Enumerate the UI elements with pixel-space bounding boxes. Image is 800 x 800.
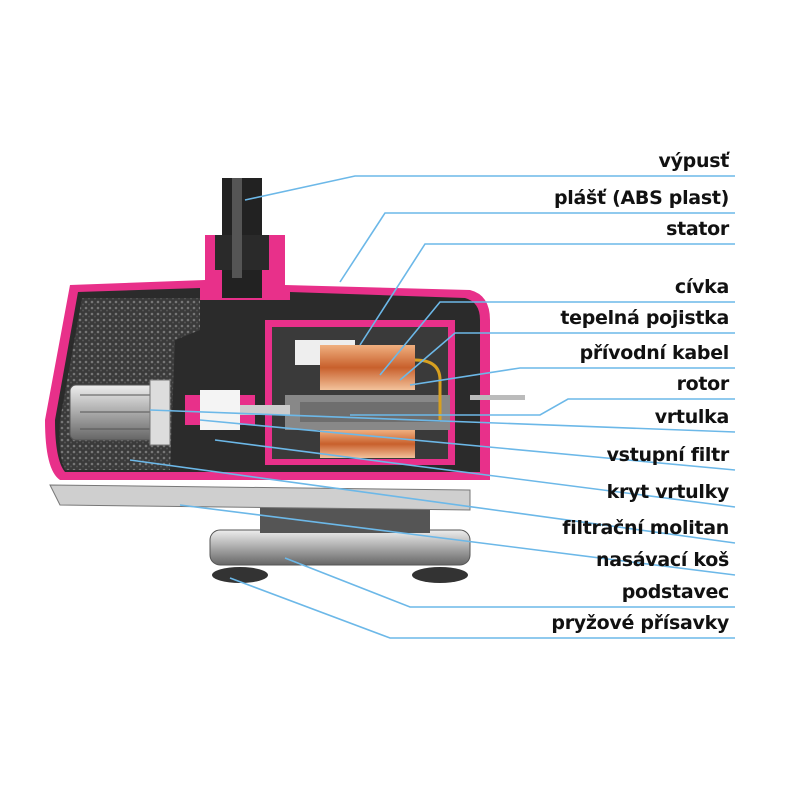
intake-basket: [49, 484, 471, 511]
suction-cup: [212, 567, 268, 583]
label-thermal-fuse: tepelná pojistka: [560, 307, 729, 329]
label-impeller: vrtulka: [654, 406, 730, 428]
impeller: [200, 390, 240, 430]
label-base: podstavec: [621, 581, 730, 603]
label-inlet-filter: vstupní filtr: [606, 444, 730, 466]
label-suction-cups: pryžové přísavky: [551, 612, 729, 634]
label-coil: cívka: [674, 276, 729, 298]
label-filter-foam: filtrační molitan: [562, 517, 729, 539]
housing: [45, 178, 525, 480]
suction-cup: [412, 567, 468, 583]
label-stator: stator: [666, 218, 729, 240]
label-intake-basket: nasávací koš: [596, 549, 729, 571]
coil: [320, 345, 415, 390]
label-housing: plášť (ABS plast): [553, 187, 729, 209]
power-cable: [470, 395, 525, 400]
label-power-cable: přívodní kabel: [579, 342, 730, 364]
label-rotor: rotor: [676, 373, 730, 395]
base-stand: [209, 505, 471, 583]
leader-lines: [129, 175, 736, 639]
label-outlet: výpusť: [658, 150, 730, 172]
label-impeller-cover: kryt vrtulky: [606, 481, 730, 503]
